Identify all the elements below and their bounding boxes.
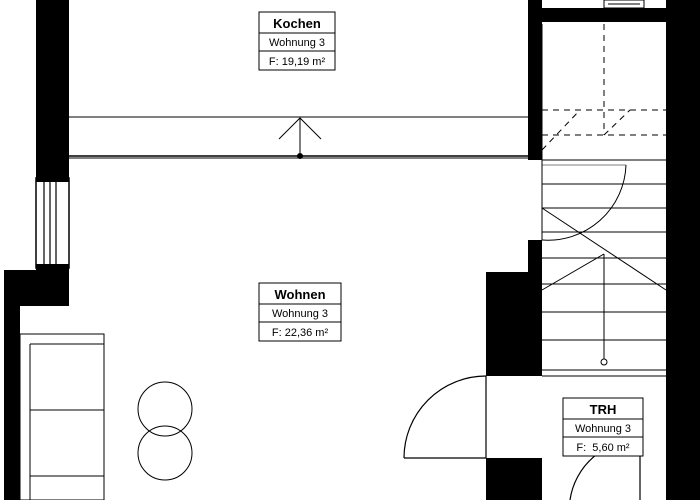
door-trh: [403, 375, 487, 459]
room-label-kochen: Kochen Wohnung 3 F: 19,19 m²: [258, 11, 336, 71]
staircase: [541, 24, 667, 377]
room-name: TRH: [590, 402, 617, 417]
door-stair: [541, 164, 627, 241]
stools: [137, 381, 193, 481]
room-label-trh: TRH Wohnung 3 F: 5,60 m²: [562, 397, 644, 457]
room-unit: Wohnung 3: [575, 423, 631, 435]
room-unit: Wohnung 3: [269, 37, 325, 49]
counter-opening: [69, 116, 528, 159]
wall-left-upper: [36, 0, 69, 178]
room-area: F: 22,36 m²: [272, 327, 329, 339]
wall-trh-block: [486, 272, 542, 376]
wall-trh-bottom: [486, 458, 542, 500]
stool-lower: [137, 425, 193, 481]
stool-upper: [137, 381, 193, 437]
room-name: Wohnen: [274, 287, 325, 302]
wall-left-lower: [4, 270, 20, 500]
wall-stair-left: [528, 240, 542, 276]
room-label-wohnen: Wohnen Wohnung 3 F: 22,36 m²: [258, 282, 342, 342]
room-area: F: 19,19 m²: [269, 56, 326, 68]
window-left: [35, 177, 70, 269]
room-name: Kochen: [273, 16, 321, 31]
sofa: [19, 333, 105, 500]
room-area: F: 5,60 m²: [576, 442, 630, 454]
wall-right-top: [528, 0, 542, 160]
room-unit: Wohnung 3: [272, 308, 328, 320]
wall-left-step: [4, 270, 69, 306]
wall-right-inner-line: [542, 22, 666, 24]
wall-right-outer: [666, 0, 700, 500]
